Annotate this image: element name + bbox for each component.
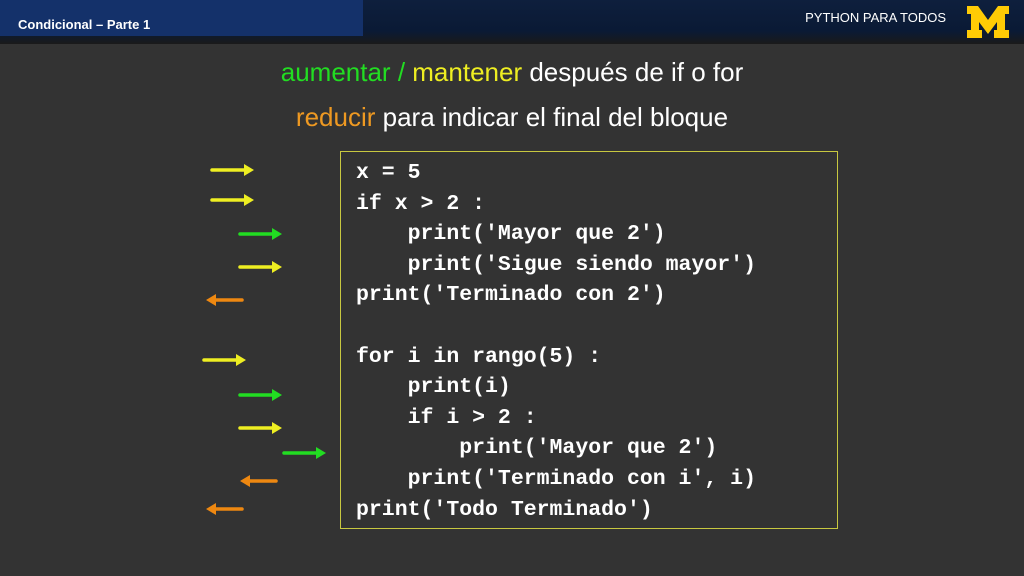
arrow-maintain-right-icon xyxy=(210,164,254,176)
title-band xyxy=(0,0,363,36)
keyword-separator: / xyxy=(390,57,413,87)
arrow-reduce-left-icon xyxy=(206,503,244,515)
heading-line-2: reducir para indicar el final del bloque xyxy=(0,102,1024,133)
arrow-increase-right-icon xyxy=(238,389,282,401)
arrow-maintain-right-icon xyxy=(210,194,254,206)
top-bar: Condicional – Parte 1 PYTHON PARA TODOS xyxy=(0,0,1024,44)
arrow-maintain-right-icon xyxy=(202,354,246,366)
heading-line-1: aumentar / mantener después de if o for xyxy=(0,57,1024,88)
slide-title: Condicional – Parte 1 xyxy=(18,17,151,32)
arrow-maintain-right-icon xyxy=(238,261,282,273)
code-block: x = 5 if x > 2 : print('Mayor que 2') pr… xyxy=(356,161,756,522)
keyword-aumentar: aumentar xyxy=(280,57,391,87)
course-label: PYTHON PARA TODOS xyxy=(805,10,946,25)
arrow-increase-right-icon xyxy=(238,228,282,240)
keyword-reducir: reducir xyxy=(295,102,376,132)
michigan-block-m-logo-icon xyxy=(967,6,1009,38)
arrow-maintain-right-icon xyxy=(238,422,282,434)
arrow-increase-right-icon xyxy=(282,447,326,459)
heading-line-2-text: para indicar el final del bloque xyxy=(375,102,729,132)
code-box: x = 5 if x > 2 : print('Mayor que 2') pr… xyxy=(340,151,838,529)
arrow-reduce-left-icon xyxy=(240,475,278,487)
heading-line-1-text: después de if o for xyxy=(522,57,744,87)
arrow-reduce-left-icon xyxy=(206,294,244,306)
keyword-mantener: mantener xyxy=(412,57,523,87)
